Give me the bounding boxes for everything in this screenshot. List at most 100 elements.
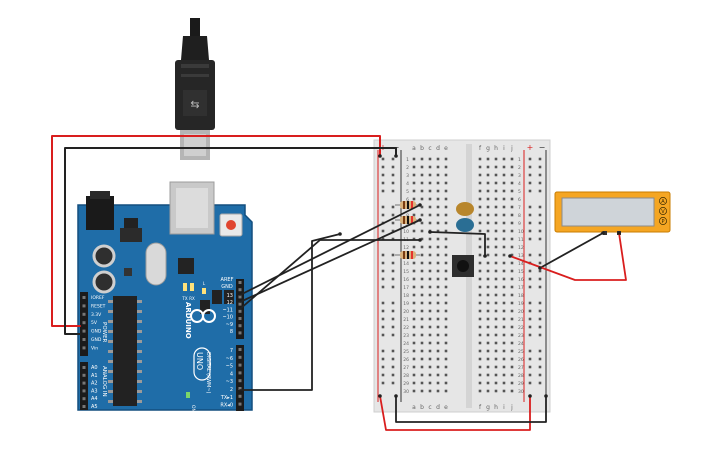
breadboard-hole[interactable] [444,293,448,297]
rail-hole[interactable] [391,285,395,289]
breadboard-hole[interactable] [486,341,490,345]
analog-pin-socket[interactable] [82,397,86,401]
rail-hole[interactable] [528,277,532,281]
breadboard-hole[interactable] [494,157,498,161]
rail-hole[interactable] [391,325,395,329]
breadboard-hole[interactable] [428,253,432,257]
breadboard-hole[interactable] [486,189,490,193]
breadboard-hole[interactable] [510,245,514,249]
breadboard-hole[interactable] [486,157,490,161]
rail-hole[interactable] [381,229,385,233]
breadboard-hole[interactable] [494,309,498,313]
rail-hole[interactable] [391,381,395,385]
rail-hole[interactable] [381,309,385,313]
breadboard-hole[interactable] [478,213,482,217]
rail-hole[interactable] [528,373,532,377]
breadboard-hole[interactable] [502,317,506,321]
breadboard-hole[interactable] [478,205,482,209]
rail-hole[interactable] [391,277,395,281]
analog-pin-socket[interactable] [82,366,86,369]
rail-hole[interactable] [391,213,395,217]
breadboard-hole[interactable] [436,309,440,313]
breadboard-hole[interactable] [412,181,416,185]
breadboard-hole[interactable] [486,237,490,241]
breadboard-hole[interactable] [428,317,432,321]
breadboard-hole[interactable] [510,357,514,361]
rail-hole[interactable] [391,373,395,377]
breadboard-hole[interactable] [436,277,440,281]
rail-hole[interactable] [538,285,542,289]
rail-hole[interactable] [391,261,395,265]
breadboard-hole[interactable] [444,253,448,257]
breadboard-hole[interactable] [486,325,490,329]
breadboard-hole[interactable] [510,365,514,369]
breadboard-hole[interactable] [444,205,448,209]
rail-hole[interactable] [528,333,532,337]
breadboard-hole[interactable] [444,157,448,161]
rail-hole[interactable] [538,165,542,169]
breadboard-hole[interactable] [444,341,448,345]
breadboard-hole[interactable] [494,221,498,225]
breadboard-hole[interactable] [436,285,440,289]
breadboard-hole[interactable] [502,269,506,273]
breadboard-hole[interactable] [494,333,498,337]
breadboard-hole[interactable] [486,373,490,377]
breadboard-hole[interactable] [412,357,416,361]
breadboard-hole[interactable] [444,285,448,289]
breadboard-hole[interactable] [510,309,514,313]
breadboard-hole[interactable] [412,293,416,297]
breadboard-hole[interactable] [494,317,498,321]
breadboard-hole[interactable] [486,285,490,289]
breadboard-hole[interactable] [412,157,416,161]
breadboard-hole[interactable] [510,285,514,289]
rail-hole[interactable] [538,221,542,225]
rail-hole[interactable] [391,357,395,361]
rail-hole[interactable] [538,205,542,209]
breadboard-hole[interactable] [478,373,482,377]
breadboard-hole[interactable] [436,269,440,273]
breadboard-hole[interactable] [502,357,506,361]
breadboard-hole[interactable] [420,221,424,225]
rail-hole[interactable] [528,189,532,193]
breadboard-hole[interactable] [428,269,432,273]
rail-hole[interactable] [391,181,395,185]
breadboard-hole[interactable] [494,373,498,377]
breadboard-hole[interactable] [486,181,490,185]
breadboard-hole[interactable] [486,349,490,353]
breadboard-hole[interactable] [502,221,506,225]
rail-hole[interactable] [538,181,542,185]
rail-hole[interactable] [538,357,542,361]
rail-hole[interactable] [391,333,395,337]
breadboard-hole[interactable] [486,389,490,393]
breadboard-hole[interactable] [502,293,506,297]
breadboard-hole[interactable] [478,325,482,329]
breadboard-hole[interactable] [436,341,440,345]
breadboard-hole[interactable] [436,205,440,209]
breadboard-hole[interactable] [444,309,448,313]
rail-hole[interactable] [381,333,385,337]
rail-hole[interactable] [528,301,532,305]
breadboard-hole[interactable] [478,381,482,385]
breadboard-hole[interactable] [510,173,514,177]
rail-hole[interactable] [381,301,385,305]
power-pin-socket[interactable] [82,321,86,325]
breadboard-hole[interactable] [478,309,482,313]
breadboard-hole[interactable] [428,293,432,297]
breadboard-hole[interactable] [420,333,424,337]
rail-hole[interactable] [381,317,385,321]
rail-hole[interactable] [528,157,532,161]
rail-hole[interactable] [538,261,542,265]
breadboard-hole[interactable] [502,349,506,353]
breadboard-hole[interactable] [502,181,506,185]
breadboard-hole[interactable] [510,237,514,241]
breadboard-hole[interactable] [412,197,416,201]
breadboard-hole[interactable] [412,317,416,321]
breadboard-hole[interactable] [412,285,416,289]
breadboard-hole[interactable] [510,189,514,193]
breadboard-hole[interactable] [412,229,416,233]
rail-hole[interactable] [538,277,542,281]
breadboard-hole[interactable] [428,309,432,313]
breadboard-hole[interactable] [444,333,448,337]
breadboard-hole[interactable] [510,341,514,345]
breadboard-hole[interactable] [420,165,424,169]
